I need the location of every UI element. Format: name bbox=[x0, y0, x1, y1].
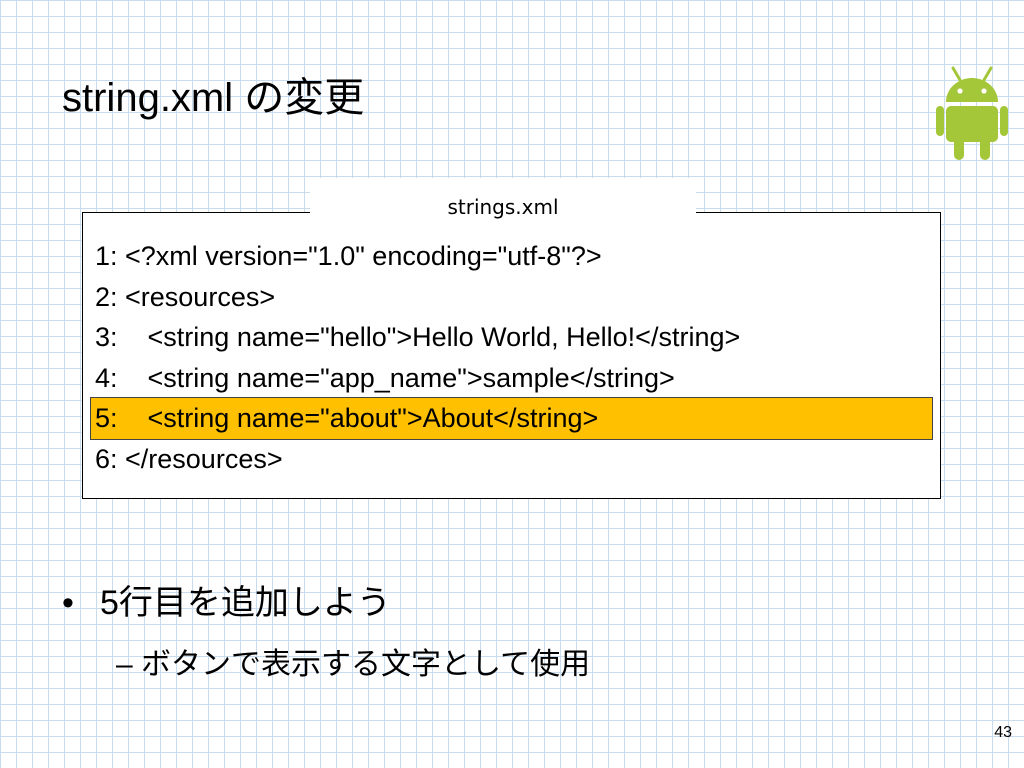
bullet-text: 5行目を追加しよう bbox=[100, 584, 391, 622]
file-name-label: strings.xml bbox=[310, 178, 696, 238]
page-number: 43 bbox=[994, 724, 1012, 741]
code-line-5-highlighted: 5: <string name="about">About</string> bbox=[90, 397, 933, 440]
code-lines: 1: <?xml version="1.0" encoding="utf-8"?… bbox=[90, 236, 933, 480]
sub-bullet-item: – ボタンで表示する文字として使用 bbox=[116, 648, 591, 681]
code-line-6: 6: </resources> bbox=[95, 443, 283, 474]
bullet-marker: • bbox=[62, 584, 74, 622]
android-robot-icon bbox=[936, 66, 1008, 160]
code-line-2: 2: <resources> bbox=[95, 281, 276, 312]
code-line-1: 1: <?xml version="1.0" encoding="utf-8"?… bbox=[95, 241, 602, 271]
slide-title: string.xml の変更 bbox=[62, 76, 365, 120]
code-line-4: 4: <string name="app_name">sample</strin… bbox=[95, 362, 675, 393]
code-line-3: 3: <string name="hello">Hello World, Hel… bbox=[95, 322, 741, 353]
bullet-item: • 5行目を追加しよう bbox=[62, 578, 391, 628]
code-box: 1: <?xml version="1.0" encoding="utf-8"?… bbox=[82, 212, 941, 499]
